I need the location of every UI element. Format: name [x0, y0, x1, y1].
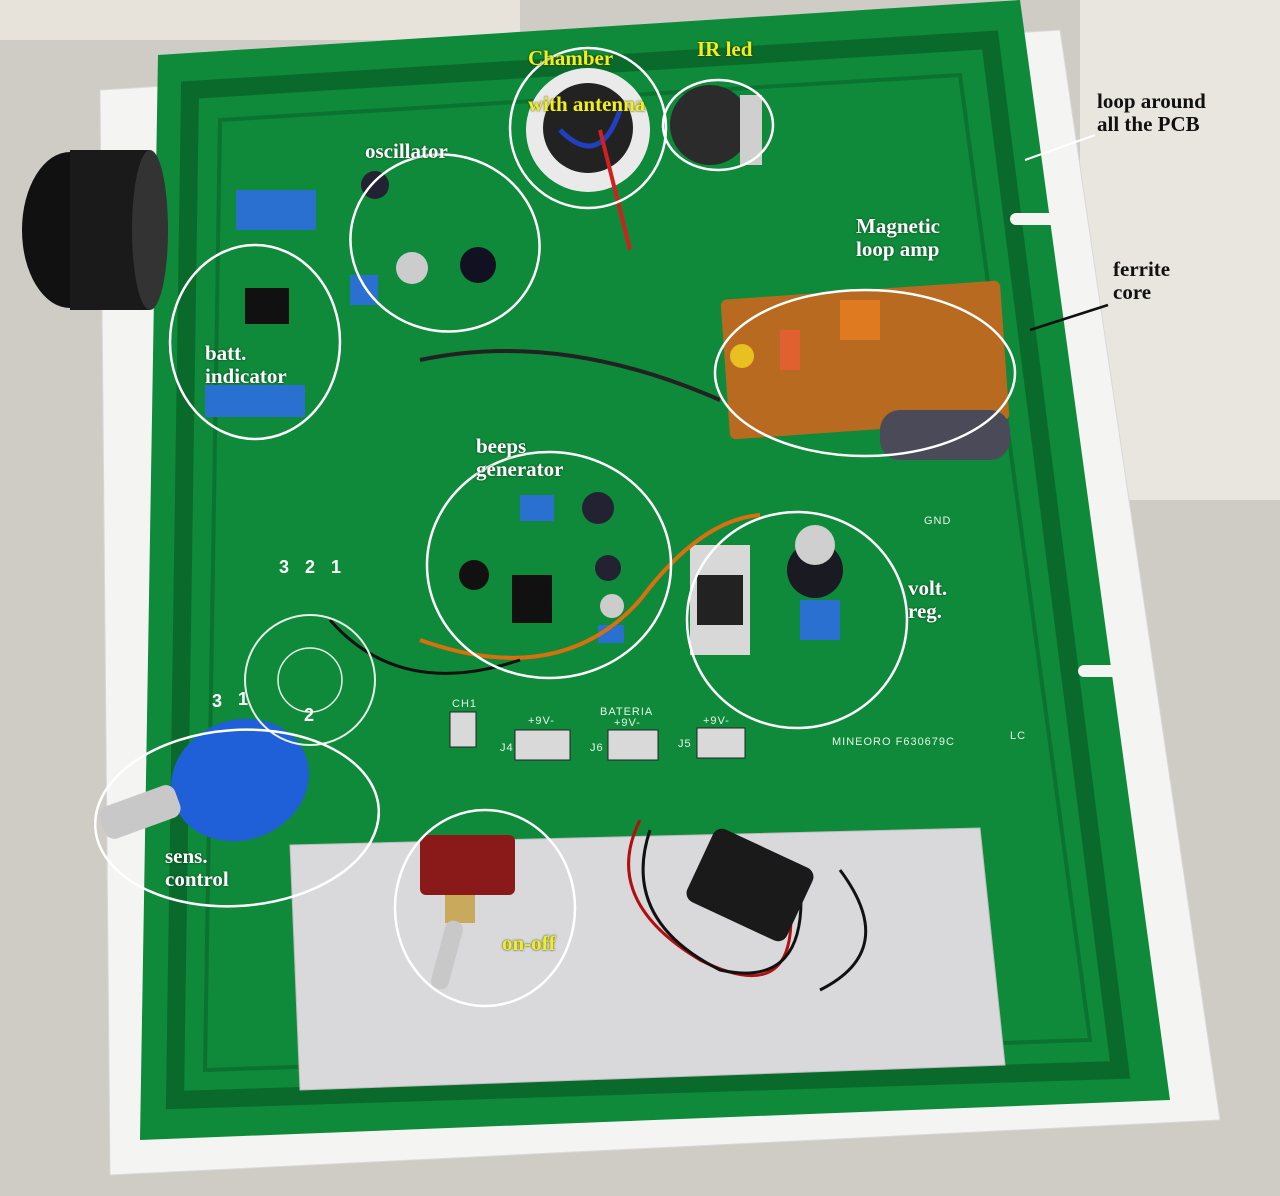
circle-beeps [425, 450, 673, 680]
label-magnetic-loop-amp: Magnetic loop amp [856, 214, 940, 262]
headers [449, 711, 746, 761]
orange-wire [419, 513, 761, 660]
circle-volt-reg [685, 510, 909, 730]
silk-9v-c: +9V- [703, 715, 730, 727]
label-ir-led: IR led [697, 37, 753, 61]
ferrite-pointer-line [1029, 303, 1109, 332]
circle-oscillator [349, 153, 541, 333]
loop-amp-board [720, 280, 1010, 460]
label-chamber-line1: Chamber [528, 46, 614, 71]
silk-j5: J5 [678, 738, 692, 750]
pin-label-pot-2: 2 [304, 705, 315, 725]
twisted-wire [419, 349, 721, 402]
silk-gnd: GND [924, 515, 952, 527]
label-beeps-generator: beeps generator [476, 434, 564, 482]
oscillator-parts [236, 171, 496, 305]
circle-on-off [393, 808, 577, 1008]
pin-label-top-2: 2 [305, 557, 316, 577]
circle-chamber [508, 46, 668, 210]
label-batt-indicator: batt. indicator [205, 341, 287, 389]
pin-label-pot-3: 3 [212, 691, 223, 711]
silk-bateria: BATERIA [600, 706, 654, 718]
silk-lc: LC [1010, 730, 1027, 742]
highlight-circles [93, 46, 1017, 1008]
on-off-switch [420, 835, 515, 990]
label-loop-around: loop around all the PCB [1097, 89, 1206, 137]
battery-cutout [289, 827, 1006, 1091]
label-volt-reg: volt. reg. [908, 576, 948, 624]
label-chamber-line2: with antenna [528, 92, 646, 117]
beeps-generator-parts [459, 492, 624, 643]
black-wire [328, 619, 521, 675]
label-on-off: on-off [502, 931, 556, 955]
silk-ch1: CH1 [452, 698, 478, 710]
pin-label-pot-1: 1 [238, 689, 249, 709]
circle-ir-led [661, 78, 775, 172]
label-chamber: Chamber with antenna [528, 24, 645, 139]
label-sens-control: sens. control [165, 844, 229, 892]
silk-board-id: MINEORO F630679C [832, 736, 955, 748]
loop-pointer-line [1024, 134, 1096, 161]
label-ferrite-core: ferrite core [1113, 257, 1171, 305]
battery-clip [686, 828, 814, 942]
pin-label-top-3: 3 [279, 557, 290, 577]
chamber-component [526, 68, 650, 251]
sensitivity-potentiometer [99, 718, 309, 842]
circle-sens [93, 728, 381, 908]
circle-loop-amp [713, 288, 1017, 458]
volt-reg-parts [690, 525, 843, 655]
silk-j4: J4 [500, 742, 514, 754]
silk-9v-b: +9V- [614, 717, 641, 729]
pin-label-top-1: 1 [331, 557, 342, 577]
buzzer [22, 150, 168, 310]
silk-9v-a: +9V- [528, 715, 555, 727]
ir-led-component [670, 85, 762, 165]
silk-j6: J6 [590, 742, 604, 754]
batt-indicator-parts [205, 288, 305, 417]
label-oscillator: oscillator [365, 139, 448, 163]
circle-batt-indicator [168, 243, 342, 441]
